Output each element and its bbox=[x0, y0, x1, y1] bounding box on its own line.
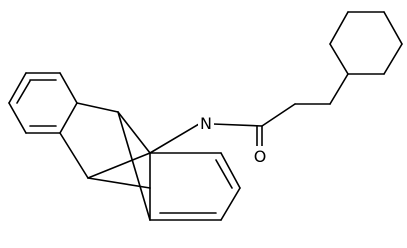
amide-chain bbox=[149, 73, 349, 154]
bridge-bonds bbox=[59, 102, 151, 221]
benzene-ring-upper bbox=[8, 72, 78, 134]
nitrogen-label: N bbox=[200, 114, 212, 133]
atom-nitrogen: N bbox=[198, 113, 214, 133]
oxygen-label: O bbox=[254, 147, 267, 166]
benzene-ring-lower bbox=[149, 152, 241, 221]
cyclohexane-ring bbox=[329, 11, 403, 75]
atom-oxygen: O bbox=[252, 146, 268, 166]
